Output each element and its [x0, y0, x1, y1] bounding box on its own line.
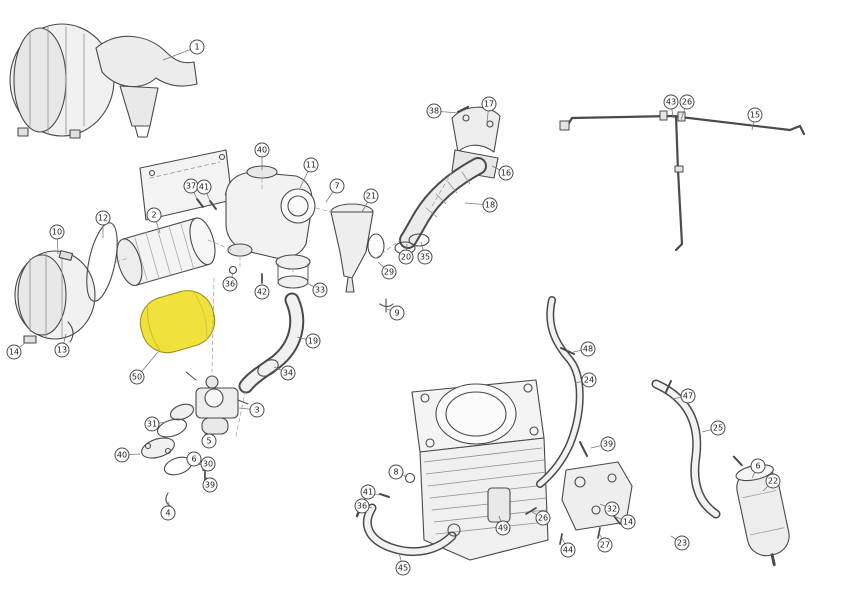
part-inlet-connector	[275, 254, 311, 289]
callout-3[interactable]: 3	[249, 402, 265, 418]
callout-39[interactable]: 39	[600, 436, 616, 452]
callout-49[interactable]: 49	[495, 520, 511, 536]
callout-38[interactable]: 38	[426, 103, 442, 119]
callout-16[interactable]: 16	[498, 165, 514, 181]
callout-41[interactable]: 41	[196, 179, 212, 195]
part-o-ring	[86, 222, 118, 302]
callout-13[interactable]: 13	[54, 342, 70, 358]
part-muffler	[732, 455, 790, 567]
part-air-cleaner-cover	[14, 250, 96, 344]
callout-11[interactable]: 11	[303, 157, 319, 173]
callout-24[interactable]: 24	[581, 372, 597, 388]
part-exhaust-pipe	[651, 379, 721, 519]
callout-31[interactable]: 31	[144, 416, 160, 432]
callout-1[interactable]: 1	[189, 39, 205, 55]
callout-36[interactable]: 36	[354, 498, 370, 514]
callout-15[interactable]: 15	[747, 107, 763, 123]
part-vent-pipe	[536, 296, 588, 488]
part-air-cleaner-assembly	[9, 23, 198, 139]
callout-14[interactable]: 14	[6, 344, 22, 360]
callout-47[interactable]: 47	[680, 388, 696, 404]
assembly-guide-lines	[115, 171, 453, 437]
callout-4[interactable]: 4	[160, 505, 176, 521]
callout-18[interactable]: 18	[482, 197, 498, 213]
callout-44[interactable]: 44	[560, 542, 576, 558]
callout-45[interactable]: 45	[395, 560, 411, 576]
callout-40[interactable]: 40	[254, 142, 270, 158]
callout-19[interactable]: 19	[305, 333, 321, 349]
callout-25[interactable]: 25	[710, 420, 726, 436]
callout-6[interactable]: 6	[750, 458, 766, 474]
callout-32[interactable]: 32	[604, 501, 620, 517]
part-foam-filter-highlighted	[139, 289, 216, 354]
callout-43[interactable]: 43	[663, 94, 679, 110]
callout-21[interactable]: 21	[363, 188, 379, 204]
callout-10[interactable]: 10	[49, 224, 65, 240]
callout-5[interactable]: 5	[201, 433, 217, 449]
part-carburetor	[169, 371, 249, 435]
callout-17[interactable]: 17	[481, 96, 497, 112]
callout-41[interactable]: 41	[360, 484, 376, 500]
callout-26[interactable]: 26	[535, 510, 551, 526]
callout-22[interactable]: 22	[765, 473, 781, 489]
callout-14[interactable]: 14	[620, 514, 636, 530]
callout-33[interactable]: 33	[312, 282, 328, 298]
callout-2[interactable]: 2	[146, 207, 162, 223]
part-fuel-line	[559, 110, 806, 252]
callout-26[interactable]: 26	[679, 94, 695, 110]
part-airbox	[225, 165, 316, 284]
callout-35[interactable]: 35	[417, 249, 433, 265]
part-wing-bolt	[379, 298, 394, 313]
callout-9[interactable]: 9	[389, 305, 405, 321]
callout-27[interactable]: 27	[597, 537, 613, 553]
callout-12[interactable]: 12	[95, 210, 111, 226]
callout-39[interactable]: 39	[202, 477, 218, 493]
callout-7[interactable]: 7	[329, 178, 345, 194]
part-intake-elbow	[238, 292, 305, 394]
callout-42[interactable]: 42	[254, 284, 270, 300]
callout-40[interactable]: 40	[114, 447, 130, 463]
callout-36[interactable]: 36	[222, 276, 238, 292]
callout-48[interactable]: 48	[580, 341, 596, 357]
callout-23[interactable]: 23	[674, 535, 690, 551]
callout-6[interactable]: 6	[186, 451, 202, 467]
callout-29[interactable]: 29	[381, 264, 397, 280]
callout-30[interactable]: 30	[200, 456, 216, 472]
callout-8[interactable]: 8	[388, 464, 404, 480]
callout-34[interactable]: 34	[280, 365, 296, 381]
part-cylinder-block	[404, 379, 549, 561]
callout-20[interactable]: 20	[398, 249, 414, 265]
part-filter-canister	[116, 217, 216, 287]
callout-50[interactable]: 50	[129, 369, 145, 385]
